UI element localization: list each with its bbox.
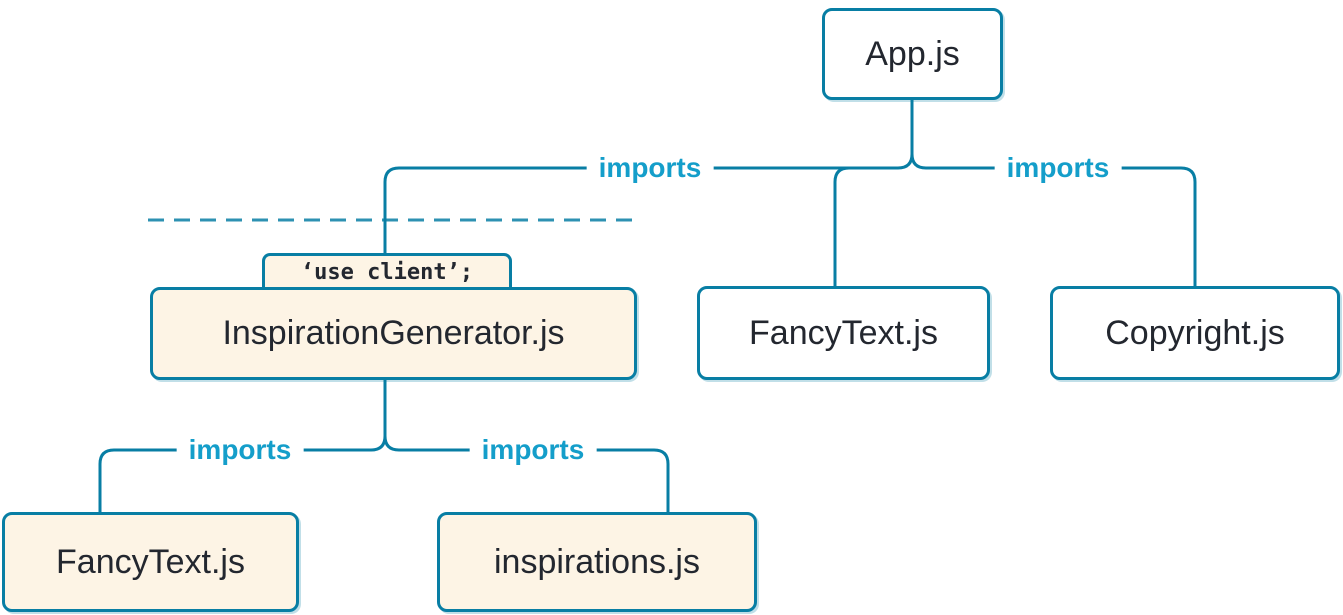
node-inspiration-generator-js: InspirationGenerator.js: [150, 287, 637, 380]
node-label: Copyright.js: [1105, 313, 1285, 352]
node-fancy-text-js-top: FancyText.js: [697, 286, 990, 380]
node-inspirations-js: inspirations.js: [437, 512, 757, 612]
directive-text: ‘use client’;: [300, 260, 474, 285]
node-fancy-text-js-bottom: FancyText.js: [2, 512, 299, 612]
use-client-directive-badge: ‘use client’;: [262, 253, 512, 289]
edge-label-imports: imports: [586, 152, 714, 184]
node-label: FancyText.js: [56, 542, 245, 581]
edge-app-to-fancy-text: [833, 166, 862, 286]
node-app-js: App.js: [822, 8, 1003, 100]
edge-label-imports: imports: [176, 434, 304, 466]
edge-label-imports: imports: [994, 152, 1122, 184]
node-label: InspirationGenerator.js: [222, 314, 565, 352]
node-label: FancyText.js: [749, 313, 938, 352]
node-label: inspirations.js: [494, 542, 700, 581]
edge-label-imports: imports: [469, 434, 597, 466]
node-copyright-js: Copyright.js: [1050, 286, 1340, 380]
edge-app-to-copyright: [910, 100, 1197, 286]
node-label: App.js: [865, 34, 960, 73]
